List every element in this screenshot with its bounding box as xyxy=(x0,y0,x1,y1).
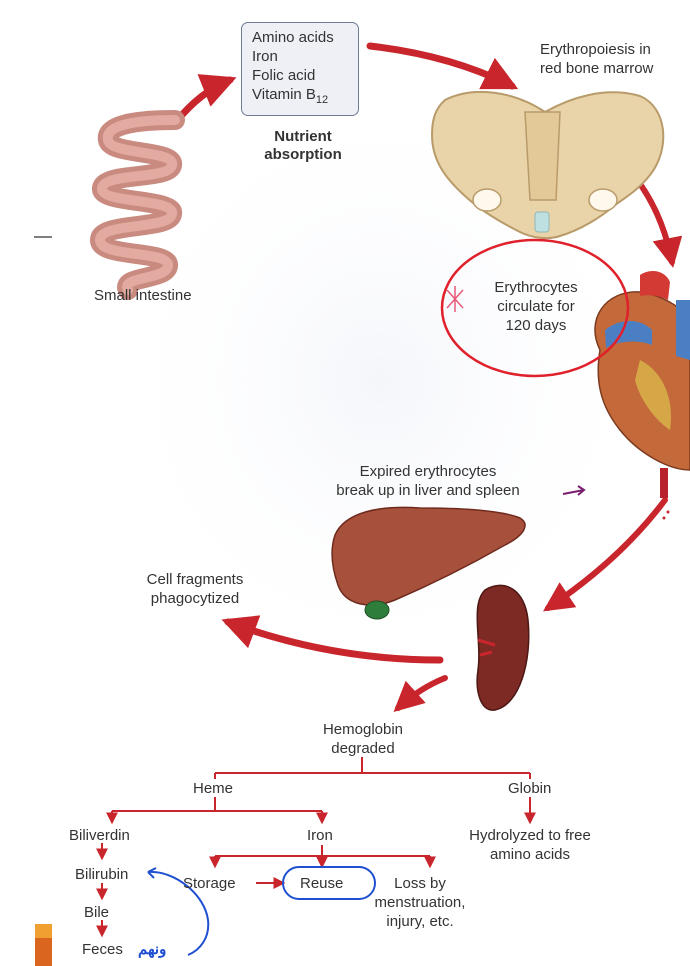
biliverdin-label: Biliverdin xyxy=(69,826,130,845)
hemoglobin-degraded-label: Hemoglobin degraded xyxy=(315,720,411,758)
cell-fragments-label: Cell fragments phagocytized xyxy=(120,570,270,608)
spleen-illustration xyxy=(477,585,529,710)
feces-label: Feces xyxy=(82,940,123,959)
nutrient-item: Folic acid xyxy=(252,66,348,85)
b12-subscript: 12 xyxy=(316,94,328,106)
bilirubin-label: Bilirubin xyxy=(75,865,128,884)
storage-label: Storage xyxy=(183,874,236,893)
nutrient-absorption-caption: Nutrient absorption xyxy=(258,128,348,164)
bile-label: Bile xyxy=(84,903,109,922)
hydrolyzed-label: Hydrolyzed to free amino acids xyxy=(450,826,610,864)
nutrient-item: Amino acids xyxy=(252,28,348,47)
arrow-nutrients-to-marrow xyxy=(370,46,512,86)
expired-erythrocytes-label: Expired erythrocytes break up in liver a… xyxy=(300,462,556,500)
circulation-label: Erythrocytes circulate for 120 days xyxy=(470,278,602,335)
globin-label: Globin xyxy=(508,779,551,798)
blue-arrowhead-annotation xyxy=(148,868,156,878)
reuse-label: Reuse xyxy=(300,874,343,893)
nutrient-item: Vitamin B12 xyxy=(252,85,348,110)
loss-label: Loss by menstruation, injury, etc. xyxy=(360,874,480,931)
erythropoiesis-label: Erythropoiesis in red bone marrow xyxy=(540,40,690,78)
arrow-intestine-to-nutrients xyxy=(176,80,230,122)
small-intestine-label: Small intestine xyxy=(94,286,192,305)
iron-label: Iron xyxy=(307,826,333,845)
nutrient-box: Amino acids Iron Folic acid Vitamin B12 xyxy=(241,22,359,116)
heme-label: Heme xyxy=(193,779,233,798)
nutrient-item: Iron xyxy=(252,47,348,66)
arrow-to-hemoglobin xyxy=(398,678,445,708)
slide-accent-top xyxy=(35,924,52,938)
arabic-handwritten-note: ونهم xyxy=(138,940,166,958)
